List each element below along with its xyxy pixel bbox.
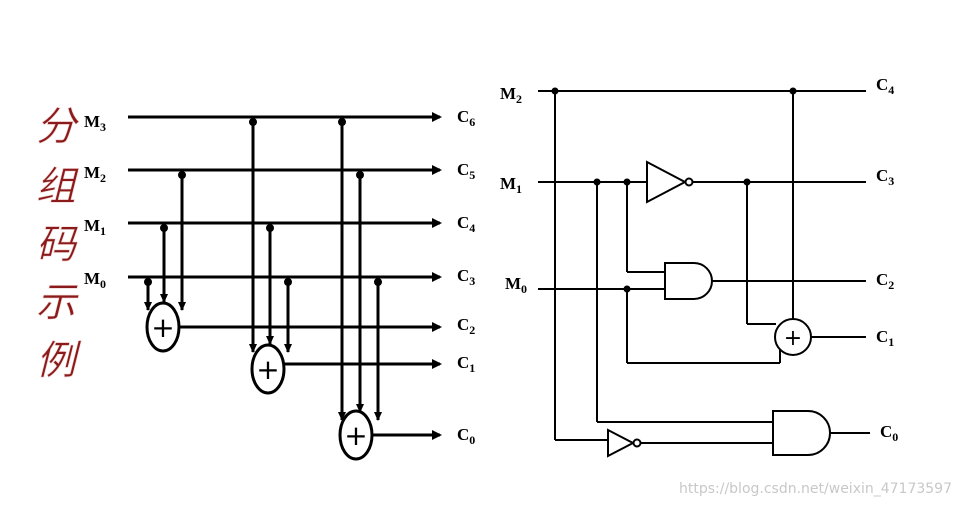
junction-dot bbox=[160, 224, 168, 232]
xor-symbol: + bbox=[256, 353, 279, 386]
and-gate-c0 bbox=[772, 410, 831, 456]
title-char: 分 bbox=[36, 104, 79, 150]
title-char: 组 bbox=[36, 164, 79, 210]
input-label-m2: M2 bbox=[84, 163, 106, 185]
title-vertical: 分 组 码 示 例 bbox=[36, 104, 83, 385]
output-label-c4: C4 bbox=[457, 213, 475, 235]
title-char: 示 bbox=[36, 280, 79, 326]
input-label-m3: M3 bbox=[84, 112, 106, 134]
input-label-m0: M0 bbox=[84, 269, 106, 291]
junction-dot bbox=[144, 278, 152, 286]
not-gate-m2 bbox=[607, 428, 642, 458]
input-label-m1: M1 bbox=[84, 216, 106, 238]
xor-gate-c2: + bbox=[145, 301, 181, 353]
not-gate-c3 bbox=[646, 160, 694, 204]
watermark-text: https://blog.csdn.net/weixin_47173597 bbox=[679, 481, 952, 497]
output-label-c6: C6 bbox=[457, 107, 475, 129]
junction-dot bbox=[356, 171, 364, 179]
output-label-c5: C5 bbox=[457, 160, 475, 182]
title-char: 码 bbox=[36, 222, 79, 268]
junction-dot bbox=[266, 224, 274, 232]
title-char: 例 bbox=[36, 338, 82, 384]
output-label-c3: C3 bbox=[457, 266, 475, 288]
xor-symbol: + bbox=[344, 419, 367, 452]
xor-gate-c1: + bbox=[774, 318, 812, 356]
output-label-c0: C0 bbox=[457, 425, 475, 447]
output-label-c0: C0 bbox=[880, 422, 898, 444]
input-label-m1: M1 bbox=[500, 174, 522, 196]
output-label-c4: C4 bbox=[876, 75, 894, 97]
right-circuit: M2 M1 M0 C4 C3 C2 C1 C0 bbox=[500, 75, 898, 458]
xor-gate-c1: + bbox=[250, 343, 286, 395]
output-label-c1: C1 bbox=[876, 327, 894, 349]
output-label-c2: C2 bbox=[457, 315, 475, 337]
and-gate-c2 bbox=[664, 262, 713, 300]
junction-dot bbox=[178, 171, 186, 179]
xor-symbol: + bbox=[151, 311, 174, 344]
junction-dot bbox=[249, 118, 257, 126]
output-label-c2: C2 bbox=[876, 270, 894, 292]
output-label-c1: C1 bbox=[457, 353, 475, 375]
input-label-m2: M2 bbox=[500, 84, 522, 106]
output-label-c3: C3 bbox=[876, 166, 894, 188]
junction-dot bbox=[374, 278, 382, 286]
input-label-m0: M0 bbox=[505, 274, 527, 296]
xor-symbol: + bbox=[784, 326, 802, 351]
left-circuit: M3 M2 M1 M0 C6 C5 C4 C3 C2 C1 C0 + + + bbox=[84, 107, 475, 461]
junction-dot bbox=[338, 118, 346, 126]
junction-dot bbox=[284, 278, 292, 286]
xor-gate-c0: + bbox=[338, 409, 374, 461]
